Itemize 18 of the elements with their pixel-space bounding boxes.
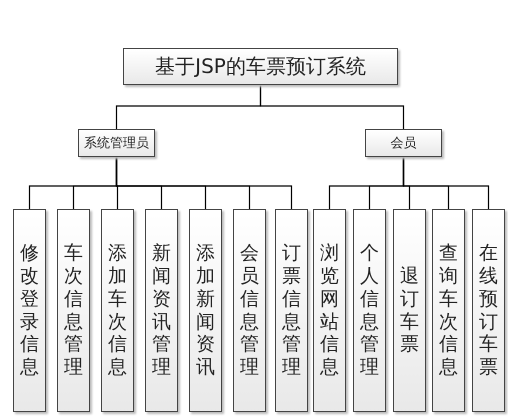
- connector-line: [402, 157, 490, 209]
- function-box: 会员信息管理: [233, 209, 266, 412]
- function-box: 新闻资讯管理: [145, 209, 178, 412]
- function-box: 添加新闻资讯: [189, 209, 222, 412]
- function-box: 修改登录信息: [13, 209, 46, 412]
- role-box: 系统管理员: [78, 129, 155, 157]
- function-box: 订票信息管理: [275, 209, 308, 412]
- function-box: 添加车次信息: [101, 209, 134, 412]
- role-box: 会员: [365, 129, 442, 157]
- connector-line: [116, 157, 292, 209]
- function-box: 在线预订车票: [472, 209, 505, 412]
- function-box: 车次信息管理: [57, 209, 90, 412]
- function-box: 浏览网站信息: [313, 209, 346, 412]
- function-box: 查询车次信息: [432, 209, 465, 412]
- connector-line: [260, 85, 404, 129]
- title-box: 基于JSP的车票预订系统: [123, 48, 398, 85]
- function-box: 个人信息管理: [353, 209, 386, 412]
- function-box: 退订车票: [393, 209, 426, 412]
